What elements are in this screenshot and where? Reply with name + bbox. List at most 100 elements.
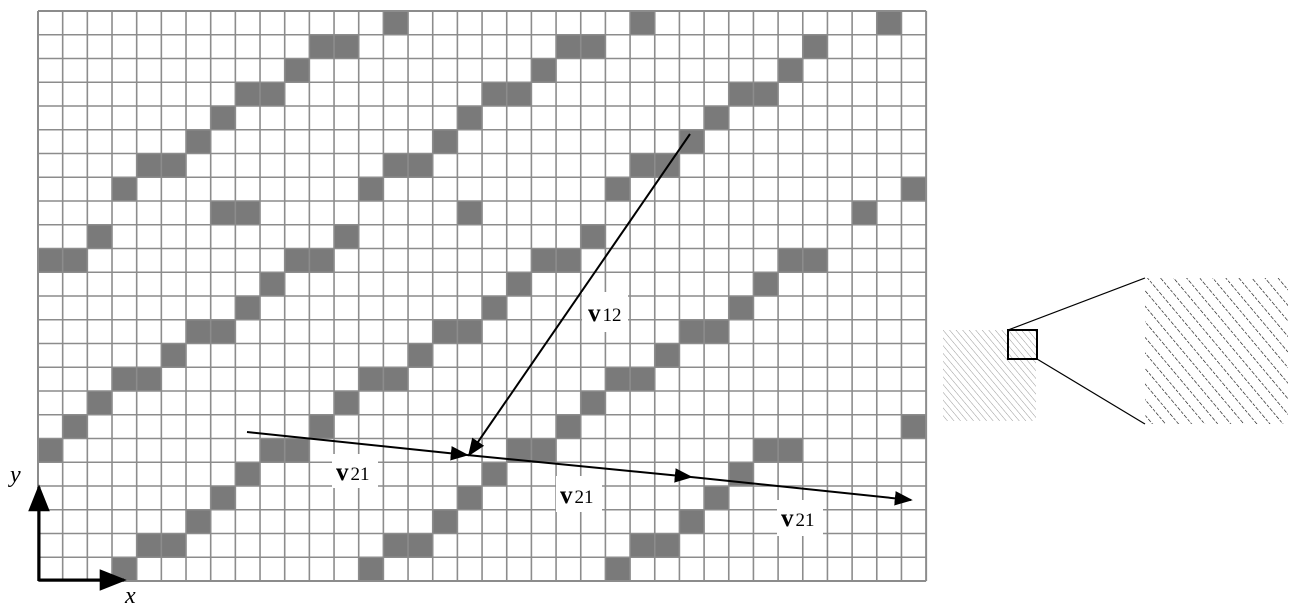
filled-cell bbox=[136, 367, 162, 391]
filled-cell bbox=[654, 153, 680, 178]
svg-text:v21: v21 bbox=[560, 482, 594, 509]
filled-cell bbox=[186, 319, 211, 344]
filled-cell bbox=[704, 106, 729, 130]
filled-cell bbox=[457, 201, 483, 225]
filled-cell bbox=[531, 248, 557, 273]
filled-cell bbox=[161, 343, 187, 368]
filled-cell bbox=[210, 319, 236, 344]
filled-cell bbox=[679, 509, 705, 534]
filled-cell bbox=[482, 82, 507, 106]
filled-cell bbox=[728, 296, 754, 320]
filled-cell bbox=[704, 319, 729, 344]
zoom-connector-top bbox=[1007, 277, 1146, 331]
filled-cell bbox=[704, 486, 729, 510]
filled-cell bbox=[358, 367, 384, 391]
filled-cell bbox=[408, 343, 433, 368]
filled-cell bbox=[605, 557, 631, 581]
filled-cell bbox=[408, 533, 433, 558]
filled-cell bbox=[901, 414, 927, 439]
grid-cells bbox=[38, 11, 927, 581]
zoom-magnified-patch bbox=[1145, 278, 1288, 424]
filled-cell bbox=[432, 509, 458, 534]
filled-cell bbox=[408, 153, 433, 178]
filled-cell bbox=[383, 533, 409, 558]
filled-cell bbox=[210, 486, 236, 510]
filled-cell bbox=[580, 224, 606, 249]
filled-cell bbox=[506, 272, 532, 296]
filled-cell bbox=[778, 438, 803, 463]
filled-cell bbox=[210, 201, 236, 225]
filled-cell bbox=[654, 533, 680, 558]
filled-cell bbox=[802, 34, 828, 59]
zoom-connector-bottom bbox=[1036, 358, 1146, 425]
filled-cell bbox=[38, 438, 63, 463]
filled-cell bbox=[580, 34, 606, 59]
filled-cell bbox=[112, 177, 137, 201]
vector-v21b-arrow bbox=[466, 454, 693, 483]
filled-cell bbox=[235, 462, 261, 486]
filled-cell bbox=[605, 367, 631, 391]
filled-cell bbox=[506, 82, 532, 106]
filled-cell bbox=[432, 319, 458, 344]
svg-text:v21: v21 bbox=[781, 505, 815, 532]
filled-cell bbox=[161, 533, 187, 558]
filled-cell bbox=[556, 34, 581, 59]
filled-cell bbox=[235, 201, 261, 225]
filled-cell bbox=[358, 557, 384, 581]
filled-cell bbox=[87, 224, 113, 249]
filled-cell bbox=[334, 391, 359, 415]
filled-cell bbox=[753, 272, 779, 296]
filled-cell bbox=[260, 82, 285, 106]
filled-cell bbox=[753, 438, 779, 463]
filled-cell bbox=[778, 58, 803, 83]
filled-cell bbox=[802, 248, 828, 273]
filled-cell bbox=[309, 248, 335, 273]
svg-text:v21: v21 bbox=[336, 459, 370, 486]
filled-cell bbox=[186, 509, 211, 534]
filled-cell bbox=[531, 58, 557, 83]
filled-cell bbox=[876, 11, 902, 35]
filled-cell bbox=[852, 201, 877, 225]
filled-cell bbox=[580, 391, 606, 415]
y-axis-label: y bbox=[8, 462, 21, 488]
filled-cell bbox=[284, 438, 310, 463]
filled-cell bbox=[630, 367, 655, 391]
filled-cell bbox=[383, 11, 409, 35]
filled-cell bbox=[457, 106, 483, 130]
filled-cell bbox=[358, 177, 384, 201]
filled-cell bbox=[630, 11, 655, 35]
filled-cell bbox=[506, 438, 532, 463]
filled-cell bbox=[482, 462, 507, 486]
filled-cell bbox=[679, 129, 705, 154]
zoom-source-patch bbox=[943, 330, 1036, 421]
filled-cell bbox=[728, 82, 754, 106]
filled-cell bbox=[260, 272, 285, 296]
filled-cell bbox=[457, 319, 483, 344]
filled-cell bbox=[482, 296, 507, 320]
filled-cell bbox=[235, 296, 261, 320]
zoom-source-box bbox=[1007, 329, 1038, 360]
filled-cell bbox=[457, 486, 483, 510]
filled-cell bbox=[753, 82, 779, 106]
x-axis-label: x bbox=[124, 583, 136, 606]
filled-cell bbox=[136, 533, 162, 558]
filled-cell bbox=[778, 248, 803, 273]
filled-cell bbox=[630, 153, 655, 178]
filled-cell bbox=[284, 58, 310, 83]
grid-lines bbox=[37, 10, 928, 582]
filled-cell bbox=[334, 34, 359, 59]
filled-cell bbox=[112, 367, 137, 391]
filled-cell bbox=[210, 106, 236, 130]
filled-cell bbox=[679, 319, 705, 344]
filled-cell bbox=[383, 153, 409, 178]
filled-cell bbox=[112, 557, 137, 581]
filled-cell bbox=[309, 414, 335, 439]
filled-cell bbox=[605, 177, 631, 201]
filled-cell bbox=[556, 414, 581, 439]
filled-cell bbox=[284, 248, 310, 273]
filled-cell bbox=[432, 129, 458, 154]
